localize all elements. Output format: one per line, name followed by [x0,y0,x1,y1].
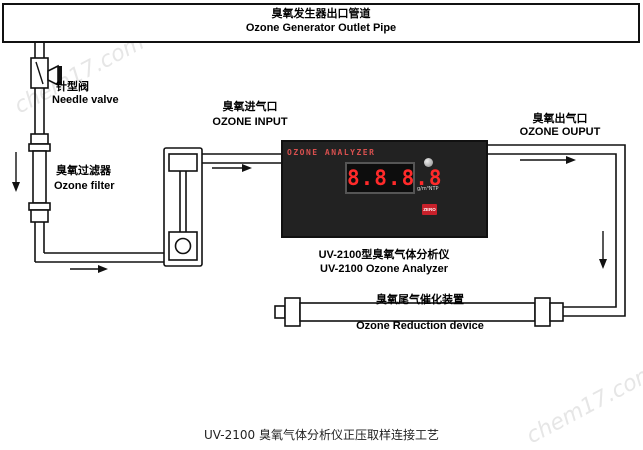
ozone-output-label-cn: 臭氧出气口 [532,113,588,125]
reduction-label-en: Ozone Reduction device [356,320,484,332]
flow-meter [163,147,203,267]
ozone-output-label-en: OZONE OUPUT [519,126,601,138]
filter-label-en: Ozone filter [54,180,115,192]
pipe-label-en: Ozone Generator Outlet Pipe [245,22,397,34]
flow-arrows [12,152,607,273]
ozone-input-label-en: OZONE INPUT [212,116,288,128]
analyzer-label-en: UV-2100 Ozone Analyzer [320,263,448,275]
analyzer-panel-title: OZONE ANALYZER [287,148,376,157]
needle-valve [30,57,49,89]
sampling-line-left [34,42,166,263]
analyzer-unit: g/m³NTP [417,186,439,192]
analyzer-indicator-light [424,158,433,167]
ozone-reduction-device [274,297,564,327]
line-meter-to-analyzer [202,153,281,164]
needle-valve-label-cn: 针型阀 [56,81,89,93]
filter-label-cn: 臭氧过滤器 [56,165,111,177]
line-analyzer-to-reduction [488,144,626,317]
zero-button[interactable]: ZERO [422,204,437,215]
needle-valve-label-en: Needle valve [52,94,119,106]
outlet-pipe [2,3,640,43]
diagram-caption: UV-2100 臭氧气体分析仪正压取样连接工艺 [204,428,439,442]
ozone-input-label-cn: 臭氧进气口 [222,101,278,113]
pipe-label-cn: 臭氧发生器出口管道 [271,8,371,20]
analyzer-display: 8.8.8.8 [345,162,442,194]
reduction-label-cn: 臭氧尾气催化装置 [376,294,464,306]
needle-valve-handle [58,66,62,85]
ozone-filter [28,133,51,223]
analyzer-label-cn: UV-2100型臭氧气体分析仪 [318,249,450,261]
ozone-analyzer: OZONE ANALYZER 8.8.8.8 g/m³NTP ZERO [281,140,488,238]
